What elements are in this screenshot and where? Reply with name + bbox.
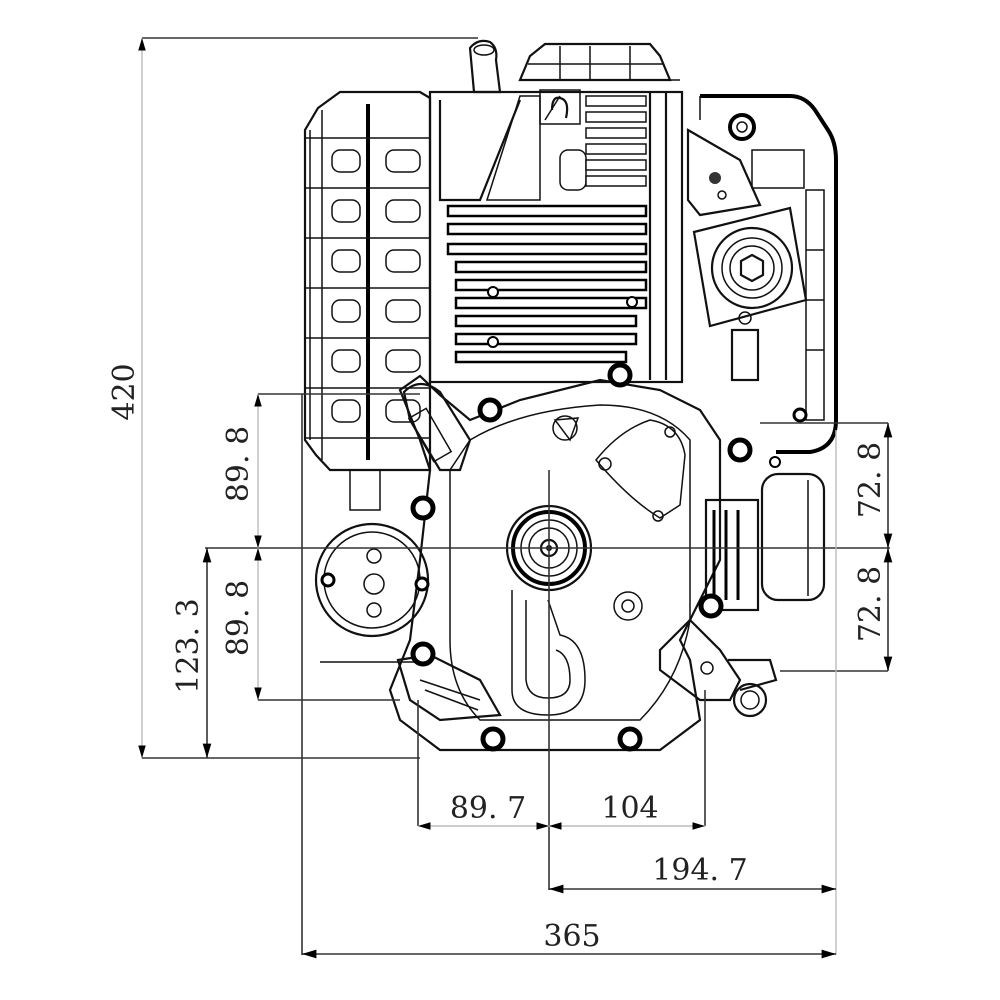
dim-mount-upper-right: 72. 8 [853, 442, 888, 518]
dim-mount-upper-left: 89. 8 [221, 426, 256, 502]
engine-illustration [303, 39, 838, 752]
oil-filler-tube-icon [468, 39, 502, 94]
dim-mount-lower-left: 89. 8 [221, 580, 256, 656]
dim-bottom-right-offset: 104 [601, 791, 658, 826]
dim-shaft-to-base: 123. 3 [171, 598, 206, 693]
mounting-bolts-icon [410, 362, 808, 752]
air-filter-housing-icon [686, 94, 838, 454]
side-cover-icon [314, 469, 430, 663]
dimension-lines [138, 37, 893, 959]
dimension-labels: 420 89. 8 89. 8 123. 3 72. 8 72. 8 89. 7… [107, 363, 888, 954]
dim-overall-width: 365 [543, 919, 600, 954]
carburetor-icon [692, 206, 808, 382]
dim-overall-height: 420 [107, 363, 142, 420]
left-bracket-icon [396, 382, 502, 722]
dim-bottom-left-offset: 89. 7 [450, 791, 526, 826]
cylinder-cooling-fins-icon [446, 95, 648, 364]
dim-shaft-to-right-edge: 194. 7 [652, 853, 747, 888]
engine-shroud [428, 89, 684, 384]
recoil-starter-cover-icon [303, 90, 432, 472]
muffler-icon [658, 472, 826, 718]
dim-mount-lower-right: 72. 8 [853, 566, 888, 642]
fuel-tank-cap-icon [518, 42, 680, 82]
center-lines [205, 470, 890, 890]
